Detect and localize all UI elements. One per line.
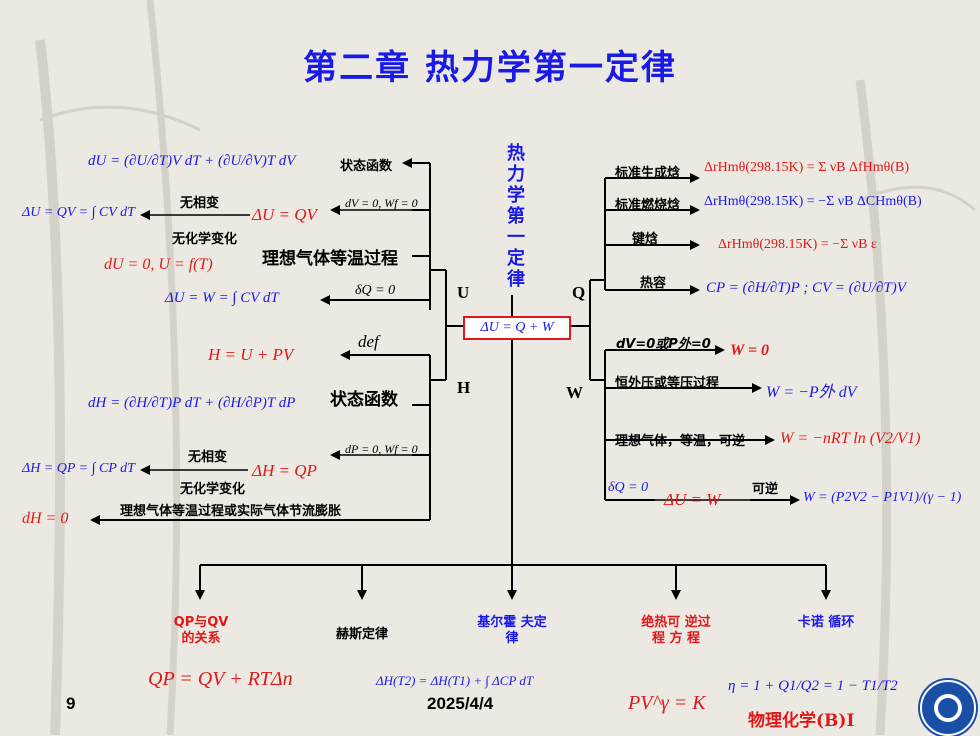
- eq-heat-capacity: CP = (∂H/∂T)P ; CV = (∂U/∂T)V: [706, 280, 906, 296]
- std-combustion-enthalpy: 标准燃烧焓: [615, 198, 681, 213]
- bond-enthalpy: 键焓: [632, 232, 659, 247]
- std-formation-enthalpy: 标准生成焓: [615, 166, 681, 181]
- carnot-cycle: 卡诺 循环: [797, 615, 855, 630]
- kirchhoff-law: 基尔霍 夫定律: [477, 615, 547, 646]
- throttle-label: 理想气体等温过程或实际气体节流膨胀: [120, 504, 342, 519]
- cond-constant-P: dP = 0, Wf = 0: [345, 442, 418, 456]
- ideal-gas-reversible: 理想气体，等温，可逆: [615, 434, 746, 449]
- eq-dU-Qv-integral: ΔU = QV = ∫ CV dT: [22, 205, 135, 220]
- eq-w-const-p: W = −P外 dV: [766, 384, 857, 401]
- eq-w-adiabatic: W = (P2V2 − P1V1)/(γ − 1): [803, 490, 962, 505]
- eq-dU-W-adiabatic: ΔU = W: [664, 490, 721, 509]
- university-logo: [920, 680, 976, 736]
- vertical-title: 热力学第一定律: [507, 143, 525, 290]
- eq-dH-zero: dH = 0: [22, 510, 69, 527]
- eq-formation: ΔrHmθ(298.15K) = Σ νB ΔfHmθ(B): [704, 160, 910, 175]
- label-Q: Q: [572, 283, 586, 302]
- eq-dH-Qp-integral: ΔH = QP = ∫ CP dT: [22, 461, 135, 476]
- eq-kirchhoff: ΔH(T2) = ΔH(T1) + ∫ ΔCP dT: [376, 673, 534, 688]
- eq-H-def: H = U + PV: [208, 345, 294, 364]
- reversible-label: 可逆: [752, 482, 779, 497]
- page-number: 9: [66, 694, 76, 713]
- label-H: H: [457, 378, 471, 397]
- hess-law: 赫斯定律: [335, 627, 388, 642]
- date: 2025/4/4: [427, 694, 494, 713]
- no-phase-change-U: 无相变: [180, 196, 220, 211]
- logo-emblem-icon: [934, 694, 962, 722]
- eq-dU-W: ΔU = W = ∫ CV dT: [165, 290, 279, 306]
- eq-dH: dH = (∂H/∂T)P dT + (∂H/∂P)T dP: [88, 395, 296, 411]
- eq-w-isothermal: W = −nRT ln (V2/V1): [780, 430, 921, 447]
- cond-dQ0-left: δQ = 0: [355, 283, 396, 298]
- label-U: U: [457, 283, 470, 302]
- no-chem-change-H: 无化学变化: [180, 482, 246, 497]
- eq-adiabatic: PV^γ = K: [628, 692, 706, 714]
- no-phase-change-H: 无相变: [188, 450, 228, 465]
- cond-w-zero: dV=0或P外=0: [616, 337, 711, 352]
- eq-combustion: ΔrHmθ(298.15K) = −Σ νB ΔCHmθ(B): [704, 194, 922, 209]
- no-chem-change-U: 无化学变化: [172, 232, 238, 247]
- heat-capacity: 热容: [640, 276, 667, 291]
- eq-dH-Qp: ΔH = QP: [252, 461, 317, 480]
- const-pressure-process: 恒外压或等压过程: [615, 376, 720, 391]
- page-title: 第二章 热力学第一定律: [303, 48, 677, 88]
- first-law-equation: ΔU = Q + W: [463, 316, 571, 340]
- label-W: W: [566, 383, 583, 402]
- eq-dU: dU = (∂U/∂T)V dT + (∂U/∂V)T dV: [88, 153, 296, 169]
- eq-qp-qv: QP = QV + RTΔn: [148, 668, 293, 690]
- def-label: def: [358, 332, 379, 351]
- eq-bond: ΔrHmθ(298.15K) = −Σ νB ε: [718, 237, 877, 252]
- cond-dQ0-right: δQ = 0: [608, 480, 649, 495]
- eq-dU-zero: dU = 0, U = f(T): [104, 256, 213, 273]
- eq-dU-Qv: ΔU = QV: [252, 205, 317, 224]
- adiabatic-reversible: 绝热可 逆过程 方 程: [641, 615, 711, 646]
- course-name: 物理化学(B)I: [748, 711, 855, 731]
- state-function-U: 状态函数: [340, 159, 393, 174]
- cond-constant-V: dV = 0, Wf = 0: [345, 196, 418, 210]
- eq-carnot: η = 1 + Q1/Q2 = 1 − T1/T2: [728, 678, 898, 694]
- ideal-gas-isothermal: 理想气体等温过程: [262, 249, 398, 269]
- eq-w-zero: W = 0: [730, 342, 770, 359]
- state-function-H: 状态函数: [330, 390, 398, 410]
- qp-qv-relation: QP与QV 的关系: [173, 615, 229, 646]
